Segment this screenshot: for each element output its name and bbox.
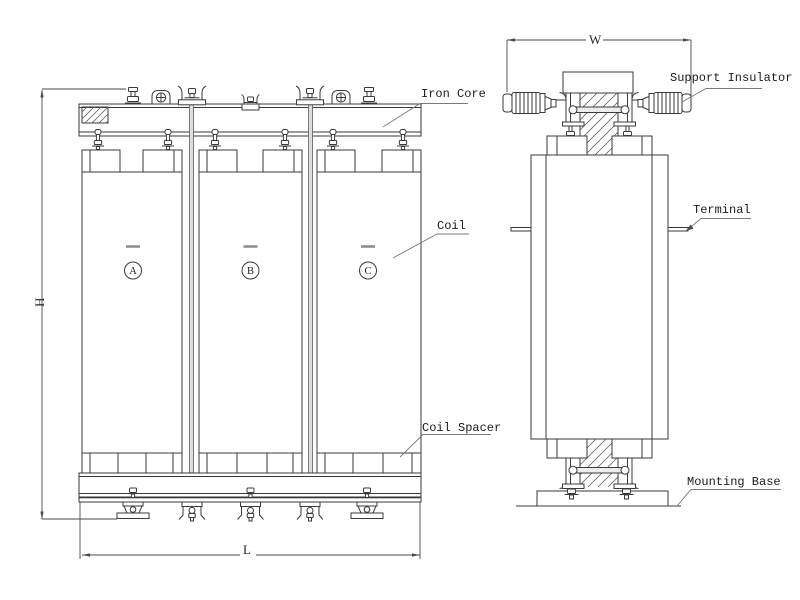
phase-letter-a: A <box>129 266 137 277</box>
dimension-length <box>79 502 421 559</box>
bolt <box>162 129 174 150</box>
dimension-width <box>506 33 692 97</box>
phase-letter-b: B <box>247 266 254 277</box>
coil-side <box>530 154 669 440</box>
jack-foot <box>350 501 384 519</box>
top-clamp-brackets <box>559 92 639 139</box>
beam-hanger-bolts <box>92 129 409 150</box>
phase-marker-a <box>124 261 142 280</box>
coil-phase-b <box>198 149 303 474</box>
bolt <box>92 129 104 150</box>
terminal-stub-left <box>510 227 532 232</box>
bottom-hardware <box>116 501 384 522</box>
bottom-clamp-brackets <box>559 457 639 489</box>
leader-coil <box>392 233 469 259</box>
lifting-lug <box>151 90 171 105</box>
base-anchor-studs <box>564 488 634 500</box>
terminal-arrowhead <box>686 224 694 231</box>
leader-terminal <box>685 218 751 232</box>
bottom-core-clamp <box>178 501 206 522</box>
bolt <box>279 129 291 150</box>
core-top-block <box>562 71 634 94</box>
dimension-height <box>40 88 126 520</box>
coil-top-block-left <box>546 135 588 158</box>
bolt <box>327 129 339 150</box>
bolt <box>397 129 409 150</box>
mounting-base-plate <box>516 490 681 507</box>
lifting-lug <box>331 90 351 105</box>
coil-bottom-block-left <box>546 438 588 459</box>
support-insulator-right <box>632 92 692 114</box>
label-support-insulator: Support Insulator <box>670 71 792 85</box>
leader-lines <box>382 88 781 507</box>
core-clamp <box>295 85 325 106</box>
leader-iron-core <box>382 103 468 128</box>
stud <box>126 487 140 498</box>
core-limb-left <box>189 103 194 504</box>
terminal-stub-right <box>667 227 689 232</box>
leader-coil-spacer <box>399 434 491 458</box>
label-iron-core: Iron Core <box>421 87 486 101</box>
dim-label-h: H <box>32 298 47 307</box>
stud <box>360 487 374 498</box>
stud-clamp <box>125 87 141 104</box>
label-coil: Coil <box>437 219 466 233</box>
leader-mounting-base <box>676 489 781 507</box>
side-view <box>502 33 692 507</box>
dim-label-l: L <box>243 542 251 557</box>
core-clamp <box>177 85 207 106</box>
coil-phase-a <box>81 149 183 474</box>
top-beam-hardware <box>125 85 377 111</box>
coil-bottom-block-right <box>611 438 653 459</box>
stud-clamp <box>361 87 377 104</box>
base-studs <box>126 487 374 498</box>
label-coil-spacer: Coil Spacer <box>422 421 501 435</box>
leader-support-insulator <box>681 88 762 103</box>
dim-label-w: W <box>589 32 602 47</box>
bottom-core-clamp <box>237 501 264 522</box>
label-mounting-base: Mounting Base <box>687 475 781 489</box>
bottom-core-clamp <box>296 501 324 522</box>
mid-clamp <box>241 94 260 111</box>
bolt <box>209 129 221 150</box>
coil-phase-c <box>316 149 422 474</box>
phase-letter-c: C <box>364 266 371 277</box>
core-limb-right <box>308 103 313 504</box>
stud <box>244 487 257 498</box>
front-view <box>40 85 422 559</box>
phase-marker-c <box>359 261 377 280</box>
coil-top-block-right <box>611 135 653 158</box>
jack-foot <box>116 501 150 519</box>
label-terminal: Terminal <box>693 203 751 217</box>
phase-marker-b <box>241 261 260 280</box>
support-insulator-left <box>502 92 566 114</box>
annotations: Iron Core Coil Coil Spacer Support Insul… <box>32 32 792 557</box>
